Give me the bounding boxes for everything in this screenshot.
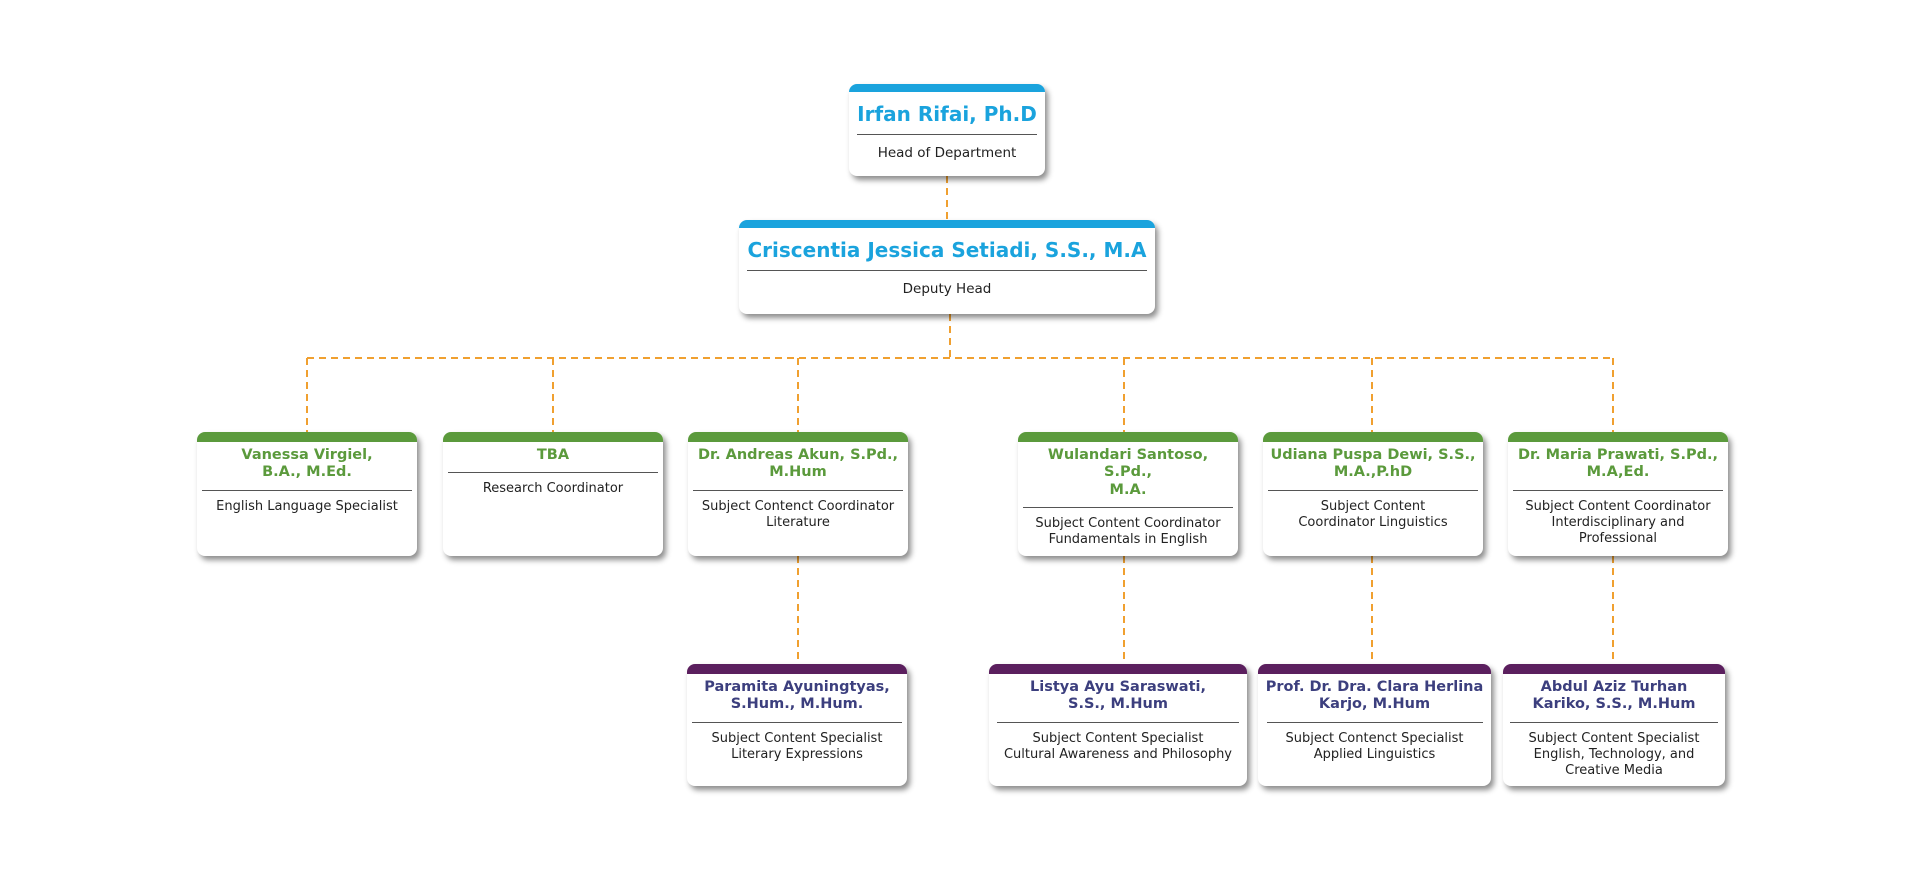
card-accent-bar [1508,432,1728,442]
coordinator-card-interdisciplinary: Dr. Maria Prawati, S.Pd., M.A,Ed. Subjec… [1508,432,1728,556]
card-accent-bar [1503,664,1725,674]
divider [997,721,1239,723]
person-name: Listya Ayu Saraswati, S.S., M.Hum [1030,679,1206,713]
person-role: Subject Content Specialist Cultural Awar… [1003,730,1232,763]
coordinator-card-linguistics: Udiana Puspa Dewi, S.S., M.A.,P.hD Subje… [1263,432,1483,556]
person-name: Wulandari Santoso, S.Pd., M.A. [1047,447,1209,498]
divider [857,134,1037,135]
divider [448,472,658,474]
person-role: Subject Content Coordinator Fundamentals… [1035,516,1221,548]
head-of-department-card: Irfan Rifai, Ph.D Head of Department [849,84,1045,176]
card-accent-bar [443,432,663,442]
person-name: Dr. Maria Prawati, S.Pd., M.A,Ed. [1517,447,1719,481]
specialist-card-cultural-awareness: Listya Ayu Saraswati, S.S., M.Hum Subjec… [989,664,1247,786]
person-role: Subject Content Coordinator Interdiscipl… [1525,498,1711,547]
coordinator-card-literature: Dr. Andreas Akun, S.Pd., M.Hum Subject C… [688,432,908,556]
card-accent-bar [739,220,1155,228]
person-name: Udiana Puspa Dewi, S.S., M.A.,P.hD [1270,447,1476,481]
person-name: Vanessa Virgiel, B.A., M.Ed. [241,447,373,481]
person-name: Paramita Ayuningtyas, S.Hum., M.Hum. [704,679,890,713]
card-accent-bar [197,432,417,442]
divider [747,270,1147,271]
divider [1510,721,1718,723]
person-role: Subject Content Specialist Literary Expr… [711,730,883,763]
person-role: Head of Department [877,145,1017,161]
person-role: Subject Contenct Coordinator Literature [701,498,895,531]
card-accent-bar [989,664,1247,674]
person-name: Criscentia Jessica Setiadi, S.S., M.A [747,238,1147,262]
divider [202,489,412,491]
divider [692,721,902,723]
coordinator-card-english-language: Vanessa Virgiel, B.A., M.Ed. English Lan… [197,432,417,556]
person-role: English Language Specialist [216,498,398,514]
person-name: Abdul Aziz Turhan Kariko, S.S., M.Hum [1532,679,1696,713]
person-role: Deputy Head [902,281,992,297]
card-accent-bar [687,664,907,674]
coordinator-card-fundamentals: Wulandari Santoso, S.Pd., M.A. Subject C… [1018,432,1238,556]
card-accent-bar [1018,432,1238,442]
card-accent-bar [1263,432,1483,442]
deputy-head-card: Criscentia Jessica Setiadi, S.S., M.A De… [739,220,1155,314]
person-name: Prof. Dr. Dra. Clara Herlina Karjo, M.Hu… [1265,679,1484,713]
divider [1268,489,1478,491]
coordinator-card-research: TBA Research Coordinator [443,432,663,556]
person-name: Irfan Rifai, Ph.D [857,102,1037,126]
specialist-card-english-technology: Abdul Aziz Turhan Kariko, S.S., M.Hum Su… [1503,664,1725,786]
card-accent-bar [849,84,1045,92]
divider [693,489,903,491]
card-accent-bar [1258,664,1491,674]
divider [1266,721,1483,723]
divider [1023,507,1233,509]
person-role: Subject Contenct Specialist Applied Ling… [1285,730,1464,763]
person-name: TBA [536,447,570,463]
specialist-card-literary-expressions: Paramita Ayuningtyas, S.Hum., M.Hum. Sub… [687,664,907,786]
divider [1513,489,1723,491]
person-role: Research Coordinator [482,481,624,497]
specialist-card-applied-linguistics: Prof. Dr. Dra. Clara Herlina Karjo, M.Hu… [1258,664,1491,786]
person-role: Subject Content Specialist English, Tech… [1528,730,1700,779]
card-accent-bar [688,432,908,442]
person-role: Subject Content Coordinator Linguistics [1298,498,1448,531]
person-name: Dr. Andreas Akun, S.Pd., M.Hum [697,447,899,481]
